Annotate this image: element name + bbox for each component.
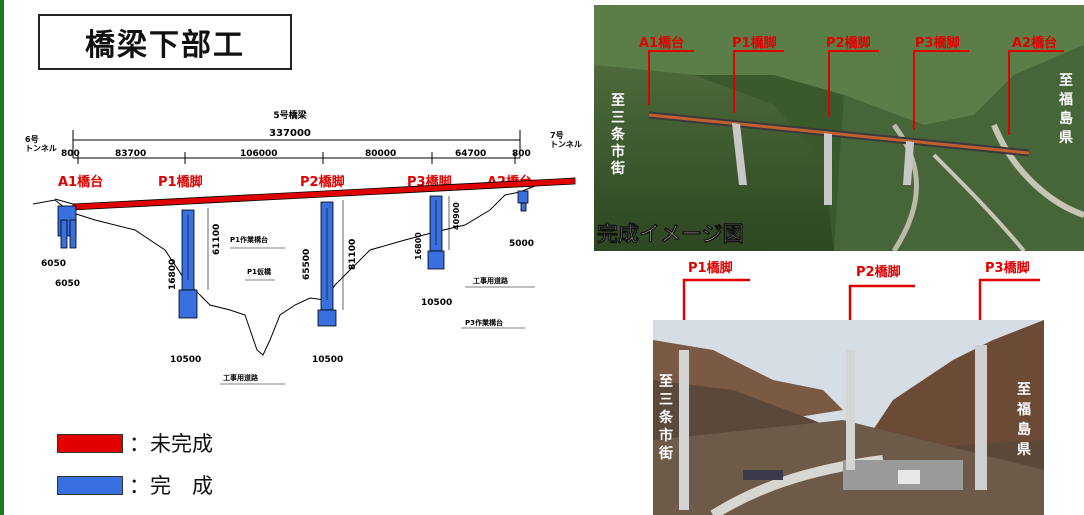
annotation-road-2: 工事用道路 <box>473 276 509 285</box>
legend-swatch-incomplete <box>57 433 123 453</box>
bridge-elevation-diagram: 5号橋梁 337000 6号トンネル 7号トンネル 800 83700 1060… <box>25 109 582 385</box>
annotation-p1-platform: P1作業構台 <box>230 235 268 244</box>
span-dim: 80000 <box>365 149 396 159</box>
render-caption: 完成イメージ図 <box>597 222 744 246</box>
photo-label-p3: P3橋脚 <box>985 260 1030 276</box>
page-title: 橋梁下部工 <box>38 14 292 70</box>
dim-p2-w: 10500 <box>312 355 343 365</box>
tunnel-left-label: 6号トンネル <box>25 135 57 153</box>
dim-p2-h: 81100 <box>348 239 358 270</box>
page-accent-bar <box>0 0 4 515</box>
dim-a2-h: 5000 <box>509 239 534 249</box>
legend-item-complete: ：完 成 <box>57 470 213 500</box>
legend-item-incomplete: ：未完成 <box>57 428 213 458</box>
dim-a1-h: 6050 <box>41 259 66 269</box>
span-dim: 83700 <box>115 149 146 159</box>
bridge-name: 5号橋梁 <box>273 109 307 121</box>
tunnel-right-label: 7号トンネル <box>550 131 582 149</box>
photo-label-p1: P1橋脚 <box>688 260 733 276</box>
span-dim: 64700 <box>455 149 486 159</box>
legend-label-complete: ：完 成 <box>129 474 213 498</box>
completion-image-rendering: A1橋台 P1橋脚 P2橋脚 P3橋脚 A2橋台 至三条市街 至福島県 完成イメ… <box>594 5 1084 251</box>
render-label-p3: P3橋脚 <box>915 35 960 51</box>
render-dir-left: 至三条市街 <box>610 93 626 177</box>
annotation-road-1: 工事用道路 <box>223 373 259 382</box>
legend-swatch-complete <box>57 475 123 495</box>
dim-p3-total: 16800 <box>414 232 423 260</box>
total-length: 337000 <box>269 128 311 139</box>
dim-p1-total: 16800 <box>168 259 178 290</box>
bottom-photo-labels: P1橋脚 P2橋脚 P3橋脚 <box>682 260 1040 351</box>
dim-p3-w: 10500 <box>421 298 452 308</box>
photo-dir-left: 至三条市街 <box>658 374 674 462</box>
support-label-a1: A1橋台 <box>58 174 103 190</box>
dim-p2-total: 65500 <box>302 249 312 280</box>
construction-photo: 至三条市街 至福島県 <box>653 320 1044 515</box>
dim-a1-w: 6050 <box>55 279 80 289</box>
render-label-p2: P2橋脚 <box>826 35 871 51</box>
dim-p1-w: 10500 <box>170 355 201 365</box>
span-dim: 800 <box>512 149 531 159</box>
annotation-p1-temp-bridge: P1仮橋 <box>247 267 272 276</box>
span-dim: 106000 <box>240 149 278 159</box>
support-label-p2: P2橋脚 <box>300 174 345 190</box>
render-label-a2: A2橋台 <box>1012 35 1057 51</box>
photo-dir-right: 至福島県 <box>1016 382 1031 458</box>
dim-p3-h: 40900 <box>452 202 461 230</box>
photo-label-p2: P2橋脚 <box>856 264 901 280</box>
render-label-p1: P1橋脚 <box>732 35 777 51</box>
legend-label-incomplete: ：未完成 <box>129 432 213 456</box>
span-dim: 800 <box>61 149 80 159</box>
dim-p1-h: 61100 <box>212 224 222 255</box>
render-dir-right: 至福島県 <box>1058 73 1073 146</box>
annotation-p3-platform: P3作業構台 <box>465 318 503 327</box>
support-label-p1: P1橋脚 <box>158 174 203 190</box>
render-label-a1: A1橋台 <box>639 35 684 51</box>
